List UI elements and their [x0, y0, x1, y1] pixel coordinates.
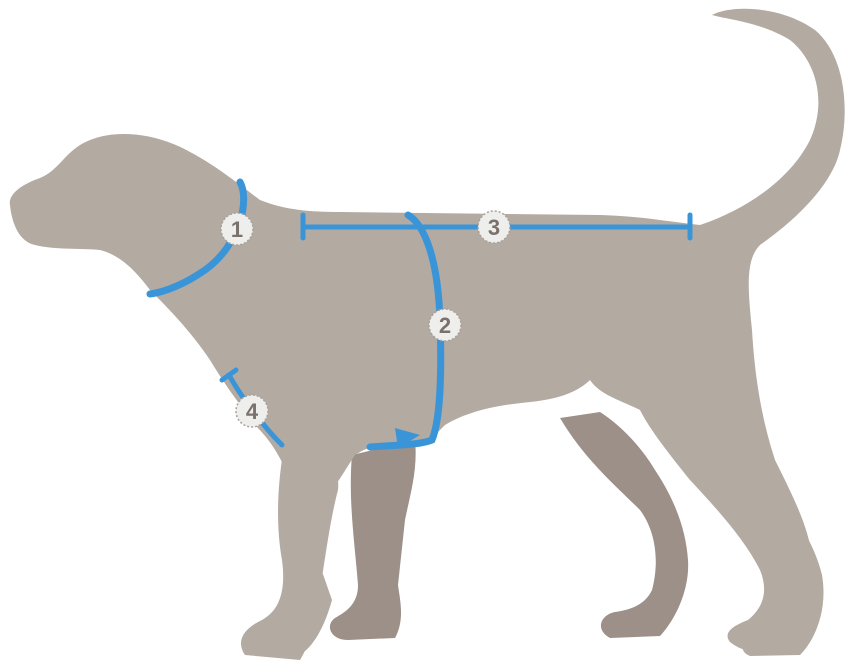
- near-front-leg: [241, 440, 339, 660]
- neck-measure-line: [146, 178, 248, 298]
- dog-silhouette: [9, 8, 845, 656]
- marker-1-circle: [220, 212, 254, 246]
- marker-2-label: 2: [439, 313, 451, 338]
- marker-4: 4: [235, 394, 269, 428]
- marker-3-label: 3: [488, 215, 500, 240]
- far-legs: [329, 412, 689, 640]
- marker-4-label: 4: [246, 399, 259, 424]
- marker-1-label: 1: [231, 217, 243, 242]
- marker-2-circle: [428, 308, 462, 342]
- marker-3: 3: [477, 210, 511, 244]
- marker-4-circle: [235, 394, 269, 428]
- marker-1: 1: [220, 212, 254, 246]
- marker-2: 2: [428, 308, 462, 342]
- far-back-leg: [560, 412, 689, 638]
- marker-3-circle: [477, 210, 511, 244]
- near-back-leg: [690, 380, 824, 656]
- far-front-leg: [329, 440, 416, 640]
- chest-measure-line: [366, 211, 445, 451]
- chest-arrowhead: [395, 428, 420, 448]
